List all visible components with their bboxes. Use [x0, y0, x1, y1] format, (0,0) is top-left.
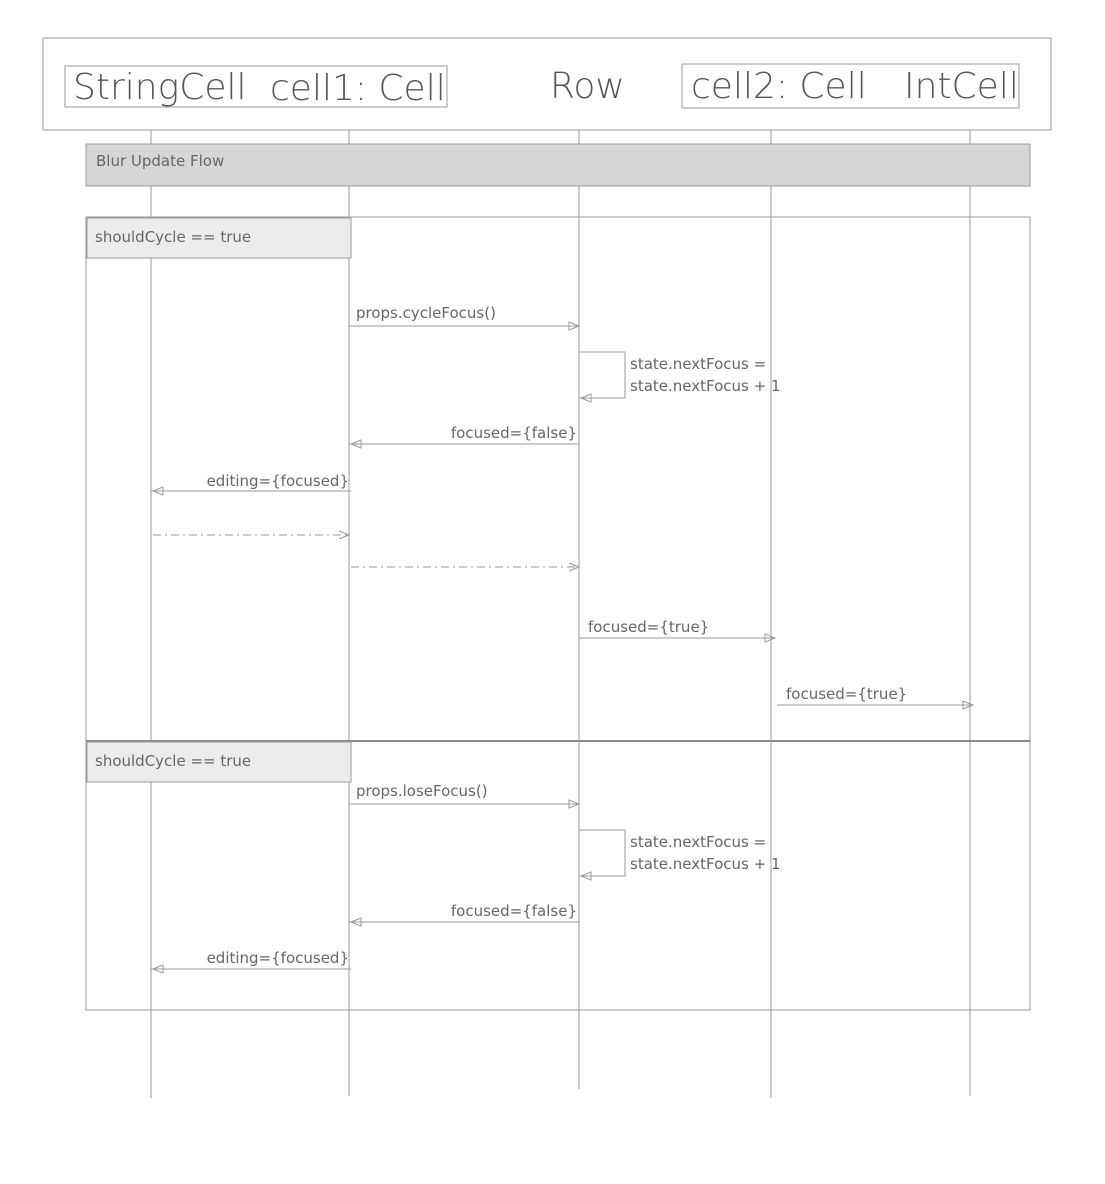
- msg-cyclefocus-label: props.cycleFocus(): [356, 304, 496, 322]
- cell2-intcell-group-box: [681, 63, 1020, 109]
- msg-editing-label: editing={focused}: [207, 472, 349, 490]
- msg-self-1-arrowhead: [579, 393, 592, 403]
- flow-banner: [85, 143, 1031, 187]
- msg-self-2-label-line1: state.nextFocus =: [630, 833, 766, 851]
- msg-focused-true-1-label: focused={true}: [588, 618, 709, 636]
- participant-cell1: cell1: Cell: [270, 68, 446, 109]
- msg-self-1-line: [579, 351, 626, 399]
- msg-return-1-arrowhead: [338, 530, 351, 540]
- alt-fragment: [85, 216, 1031, 1011]
- stringcell-cell1-group-box: [64, 65, 448, 108]
- participant-intcell: IntCell: [904, 66, 1019, 107]
- msg-focused-false-arrowhead: [349, 439, 362, 449]
- participants-header: [42, 37, 1052, 131]
- msg-losefocus-arrowhead: [568, 799, 581, 809]
- msg-editing-2-label: editing={focused}: [207, 949, 349, 967]
- msg-self-1-label-line2: state.nextFocus + 1: [630, 377, 780, 395]
- msg-self-1-label-line1: state.nextFocus =: [630, 355, 766, 373]
- flow-title: Blur Update Flow: [96, 152, 224, 170]
- guard-2-box: [86, 741, 352, 783]
- msg-focused-true-1-arrowhead: [764, 633, 777, 643]
- guard-1-label: shouldCycle == true: [95, 228, 251, 246]
- participant-stringcell: StringCell: [73, 67, 246, 108]
- msg-focused-false-2-label: focused={false}: [451, 902, 577, 920]
- guard-2-label: shouldCycle == true: [95, 752, 251, 770]
- msg-return-2-arrowhead: [568, 562, 581, 572]
- msg-focused-false-2-arrowhead: [349, 917, 362, 927]
- participant-cell2: cell2: Cell: [691, 66, 867, 107]
- msg-self-2-label-line2: state.nextFocus + 1: [630, 855, 780, 873]
- msg-losefocus-label: props.loseFocus(): [356, 782, 488, 800]
- msg-focused-true-2-label: focused={true}: [786, 685, 907, 703]
- msg-editing-arrowhead: [151, 486, 164, 496]
- msg-self-2-arrowhead: [579, 871, 592, 881]
- msg-editing-2-arrowhead: [151, 964, 164, 974]
- msg-focused-false-label: focused={false}: [451, 424, 577, 442]
- msg-cyclefocus-arrowhead: [568, 321, 581, 331]
- participant-row: Row: [550, 66, 625, 107]
- msg-focused-true-2-arrowhead: [962, 700, 975, 710]
- guard-1-box: [86, 217, 352, 259]
- msg-self-2-line: [579, 829, 626, 877]
